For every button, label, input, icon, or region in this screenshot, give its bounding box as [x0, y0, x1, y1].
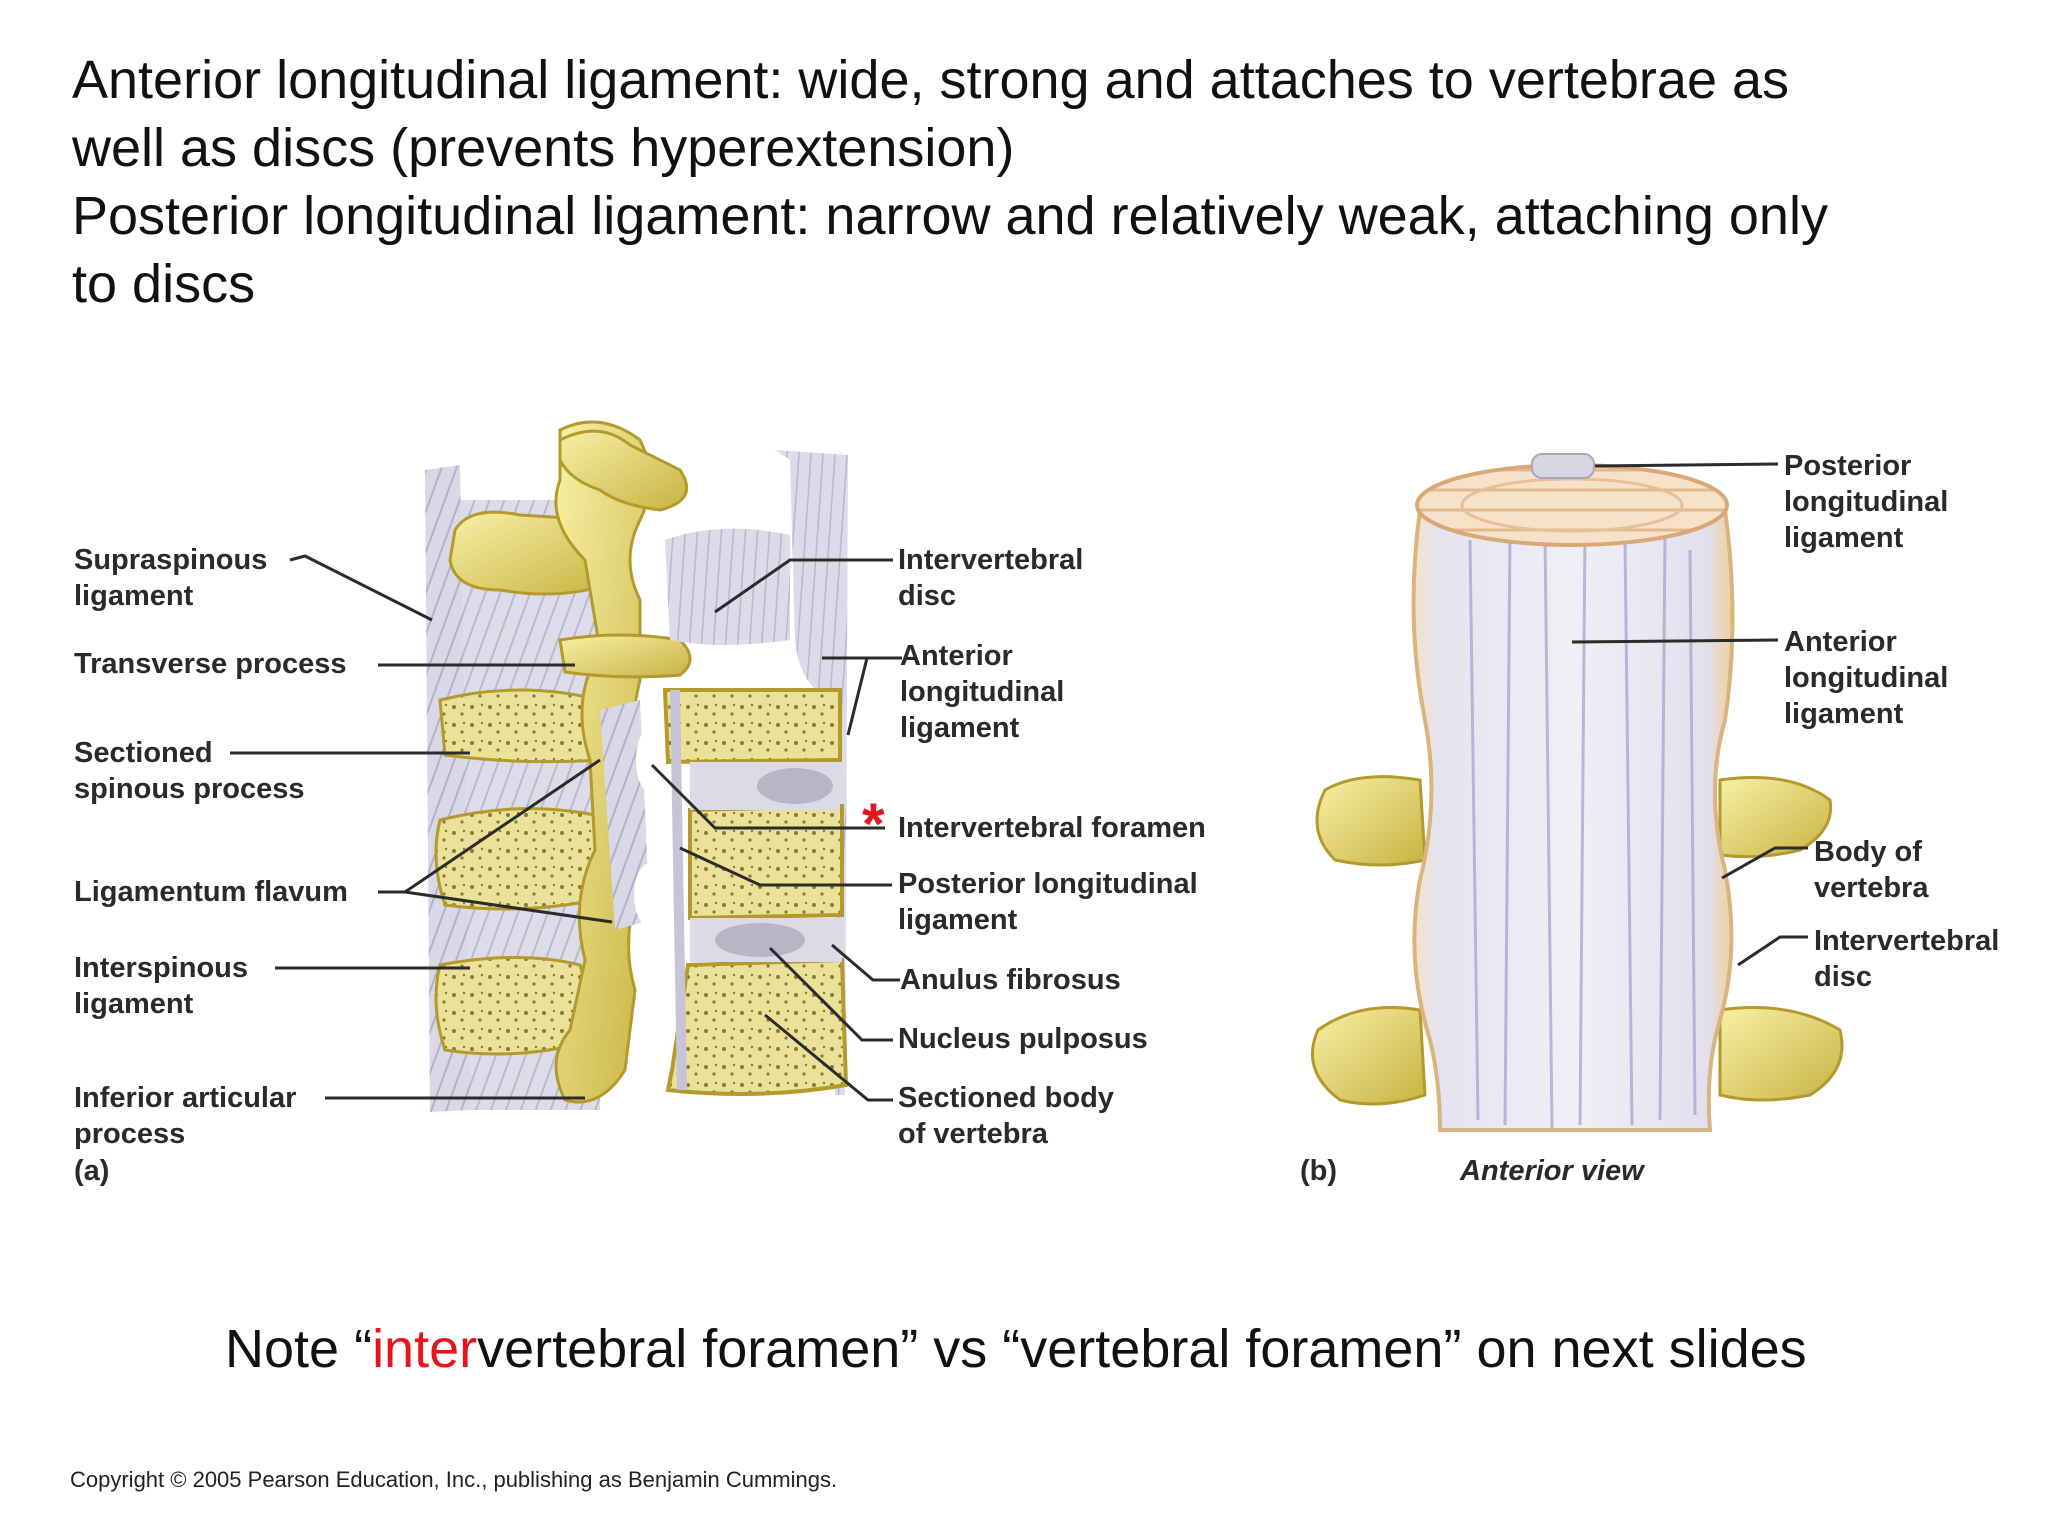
lamina-top	[558, 429, 689, 512]
label-panel-b: (b)	[1300, 1155, 1338, 1187]
figure-a-drawing	[425, 420, 849, 1112]
heading-line-1: Anterior longitudinal ligament: wide, st…	[72, 50, 1790, 110]
label-transverse-process: Transverse process	[74, 648, 347, 680]
disc-shape-top	[665, 528, 790, 645]
label-nucleus-pulposus: Nucleus pulposus	[898, 1023, 1148, 1055]
label-b-intervertebral-disc: Intervertebral disc	[1814, 925, 2000, 993]
note-text: Note “intervertebral foramen” vs “verteb…	[225, 1318, 1807, 1380]
intervertebral-foramen-opening-1	[636, 726, 668, 794]
label-ligamentum-flavum: Ligamentum flavum	[74, 876, 348, 908]
leader-sectioned-body	[764, 1013, 893, 1102]
label-anterior-longitudinal-ligament: Anterior longitudinal ligament	[900, 640, 1065, 744]
label-supraspinous-ligament: Supraspinous ligament	[74, 544, 268, 612]
leader-intervertebral-disc	[714, 558, 893, 614]
nucleus-pulposus-1	[757, 768, 833, 804]
label-intervertebral-foramen: Intervertebral foramen	[898, 812, 1206, 844]
label-b-posterior-longitudinal-ligament: Posterior longitudinal ligament	[1784, 450, 1949, 554]
right-process-upper	[1718, 776, 1833, 859]
label-interspinous-ligament: Interspinous ligament	[74, 952, 249, 1020]
figure-b-leader-lines	[1571, 462, 1808, 967]
note-prefix: Note “	[225, 1319, 373, 1379]
label-panel-a: (a)	[74, 1155, 110, 1187]
posterior-ligament-line	[670, 689, 687, 1091]
heading-line-2: well as discs (prevents hyperextension)	[72, 118, 1015, 178]
left-process-lower	[1310, 1006, 1427, 1106]
disc-sections	[690, 762, 842, 962]
note-suffix: vertebral foramen” vs “vertebral foramen…	[477, 1319, 1807, 1379]
leader-b-disc	[1737, 935, 1808, 967]
label-anterior-view: Anterior view	[1460, 1155, 1644, 1187]
nucleus-pulposus-2	[715, 923, 805, 957]
vertebral-column-anterior	[1411, 508, 1735, 1132]
leader-nucleus-pulposus	[768, 946, 893, 1042]
label-sectioned-body-of-vertebra: Sectioned body of vertebra	[898, 1082, 1114, 1150]
label-posterior-longitudinal-ligament: Posterior longitudinal ligament	[898, 868, 1198, 936]
intervertebral-foramen-marker: *	[862, 792, 885, 857]
leader-posterior-longitudinal	[679, 846, 892, 887]
posterior-ligament-stub	[1531, 453, 1595, 479]
label-intervertebral-disc: Intervertebral disc	[898, 544, 1084, 612]
transverse-process-shape	[558, 633, 692, 679]
label-b-body-of-vertebra: Body of vertebra	[1814, 836, 1929, 904]
copyright-notice: Copyright © 2005 Pearson Education, Inc.…	[70, 1467, 838, 1492]
heading-line-3: Posterior longitudinal ligament: narrow …	[72, 186, 1828, 246]
label-sectioned-spinous-process: Sectioned spinous process	[74, 737, 305, 805]
vertebral-bodies	[662, 688, 849, 1096]
leader-b-body	[1721, 846, 1808, 880]
vertebral-body-3	[665, 957, 849, 1096]
articular-column	[554, 420, 652, 1104]
right-process-lower	[1718, 1006, 1844, 1102]
intervertebral-foramen-opening-2	[634, 863, 666, 927]
anterior-ligament-band	[775, 450, 848, 1095]
label-anulus-fibrosus: Anulus fibrosus	[900, 964, 1121, 996]
left-process-upper	[1315, 775, 1427, 867]
label-inferior-articular-process: Inferior articular process	[74, 1082, 297, 1150]
leader-anulus-fibrosus	[831, 943, 900, 982]
slide-heading: Anterior longitudinal ligament: wide, st…	[72, 46, 1972, 318]
figure-a-leader-lines	[230, 554, 902, 1102]
leader-b-posterior	[1594, 462, 1779, 468]
leader-b-anterior	[1571, 638, 1779, 644]
heading-line-4: to discs	[72, 254, 256, 314]
leader-anterior-longitudinal	[846, 656, 902, 736]
figure-b-drawing	[1310, 453, 1844, 1132]
leader-intervertebral-foramen	[650, 763, 885, 830]
vertebral-body-1	[662, 688, 842, 765]
leader-ligamentum-flavum-2	[404, 890, 613, 924]
note-highlight: inter	[372, 1319, 478, 1379]
leader-supraspinous	[289, 554, 433, 622]
ligament-fibers	[1468, 529, 1697, 1129]
label-b-anterior-longitudinal-ligament: Anterior longitudinal ligament	[1784, 626, 1949, 730]
